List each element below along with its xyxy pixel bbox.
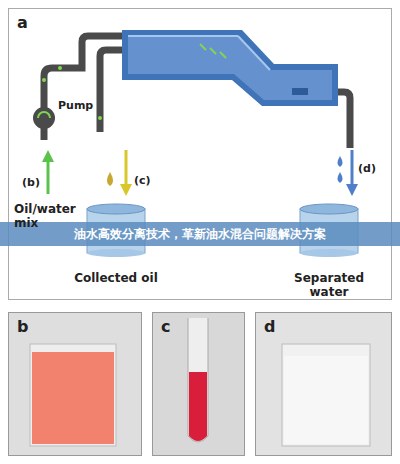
water-drop [338,172,343,183]
flow-dot [98,116,102,120]
flow-dot [42,78,46,82]
input-label: Oil/water mix [14,202,76,231]
flow-label: (d) [358,162,388,175]
beaker-node: Collected oil [71,201,161,295]
mesh-mark [210,48,216,54]
panel-letter: c [161,317,170,336]
pipe [100,50,124,132]
flow-dot [58,66,62,70]
water-drop [338,156,343,167]
beaker-rim [87,204,145,214]
photo-background [8,312,142,456]
panel-node: b [8,312,142,456]
mesh-mark [200,44,206,50]
test-tube [188,318,208,442]
pump-symbol [38,112,50,118]
flow-label: (c) [134,174,164,187]
beaker-rim [300,204,358,214]
pump-symbol [33,107,55,129]
device-highlight [238,36,270,70]
beaker-base [300,249,358,257]
separated-water-sample [284,356,368,444]
beaker-base [87,249,145,257]
flow-arrow [47,156,50,194]
separator-device [128,36,332,100]
panel-node: c [152,312,245,456]
beaker-glass [282,344,370,446]
flow-arrow [351,150,354,190]
oil-drop [107,172,113,186]
oil-water-mixture [32,352,114,444]
collected-oil-sample [189,372,207,441]
beaker-label: Separated water [281,271,377,300]
panel-letter: d [264,317,275,336]
photo-background [152,312,245,456]
banner-text: 油水高效分离技术，革新油水混合问题解决方案 [0,222,400,246]
component-label: Pump [58,99,108,112]
panel-node: aCollected oil Separated water [8,8,392,300]
beaker-glass [30,344,116,446]
flow-arrow [125,150,128,190]
panel-letter: b [17,317,28,336]
photo-background [255,312,392,456]
beaker-label: Collected oil [71,271,161,285]
panel-node: d [255,312,392,456]
separator-device [122,30,338,106]
beaker-node: Separated water [281,201,377,295]
mesh-mark [220,52,226,58]
outlet [292,88,308,95]
device-highlight [128,35,238,37]
flow-label: (b) [22,176,52,189]
panel-letter: a [17,13,28,32]
